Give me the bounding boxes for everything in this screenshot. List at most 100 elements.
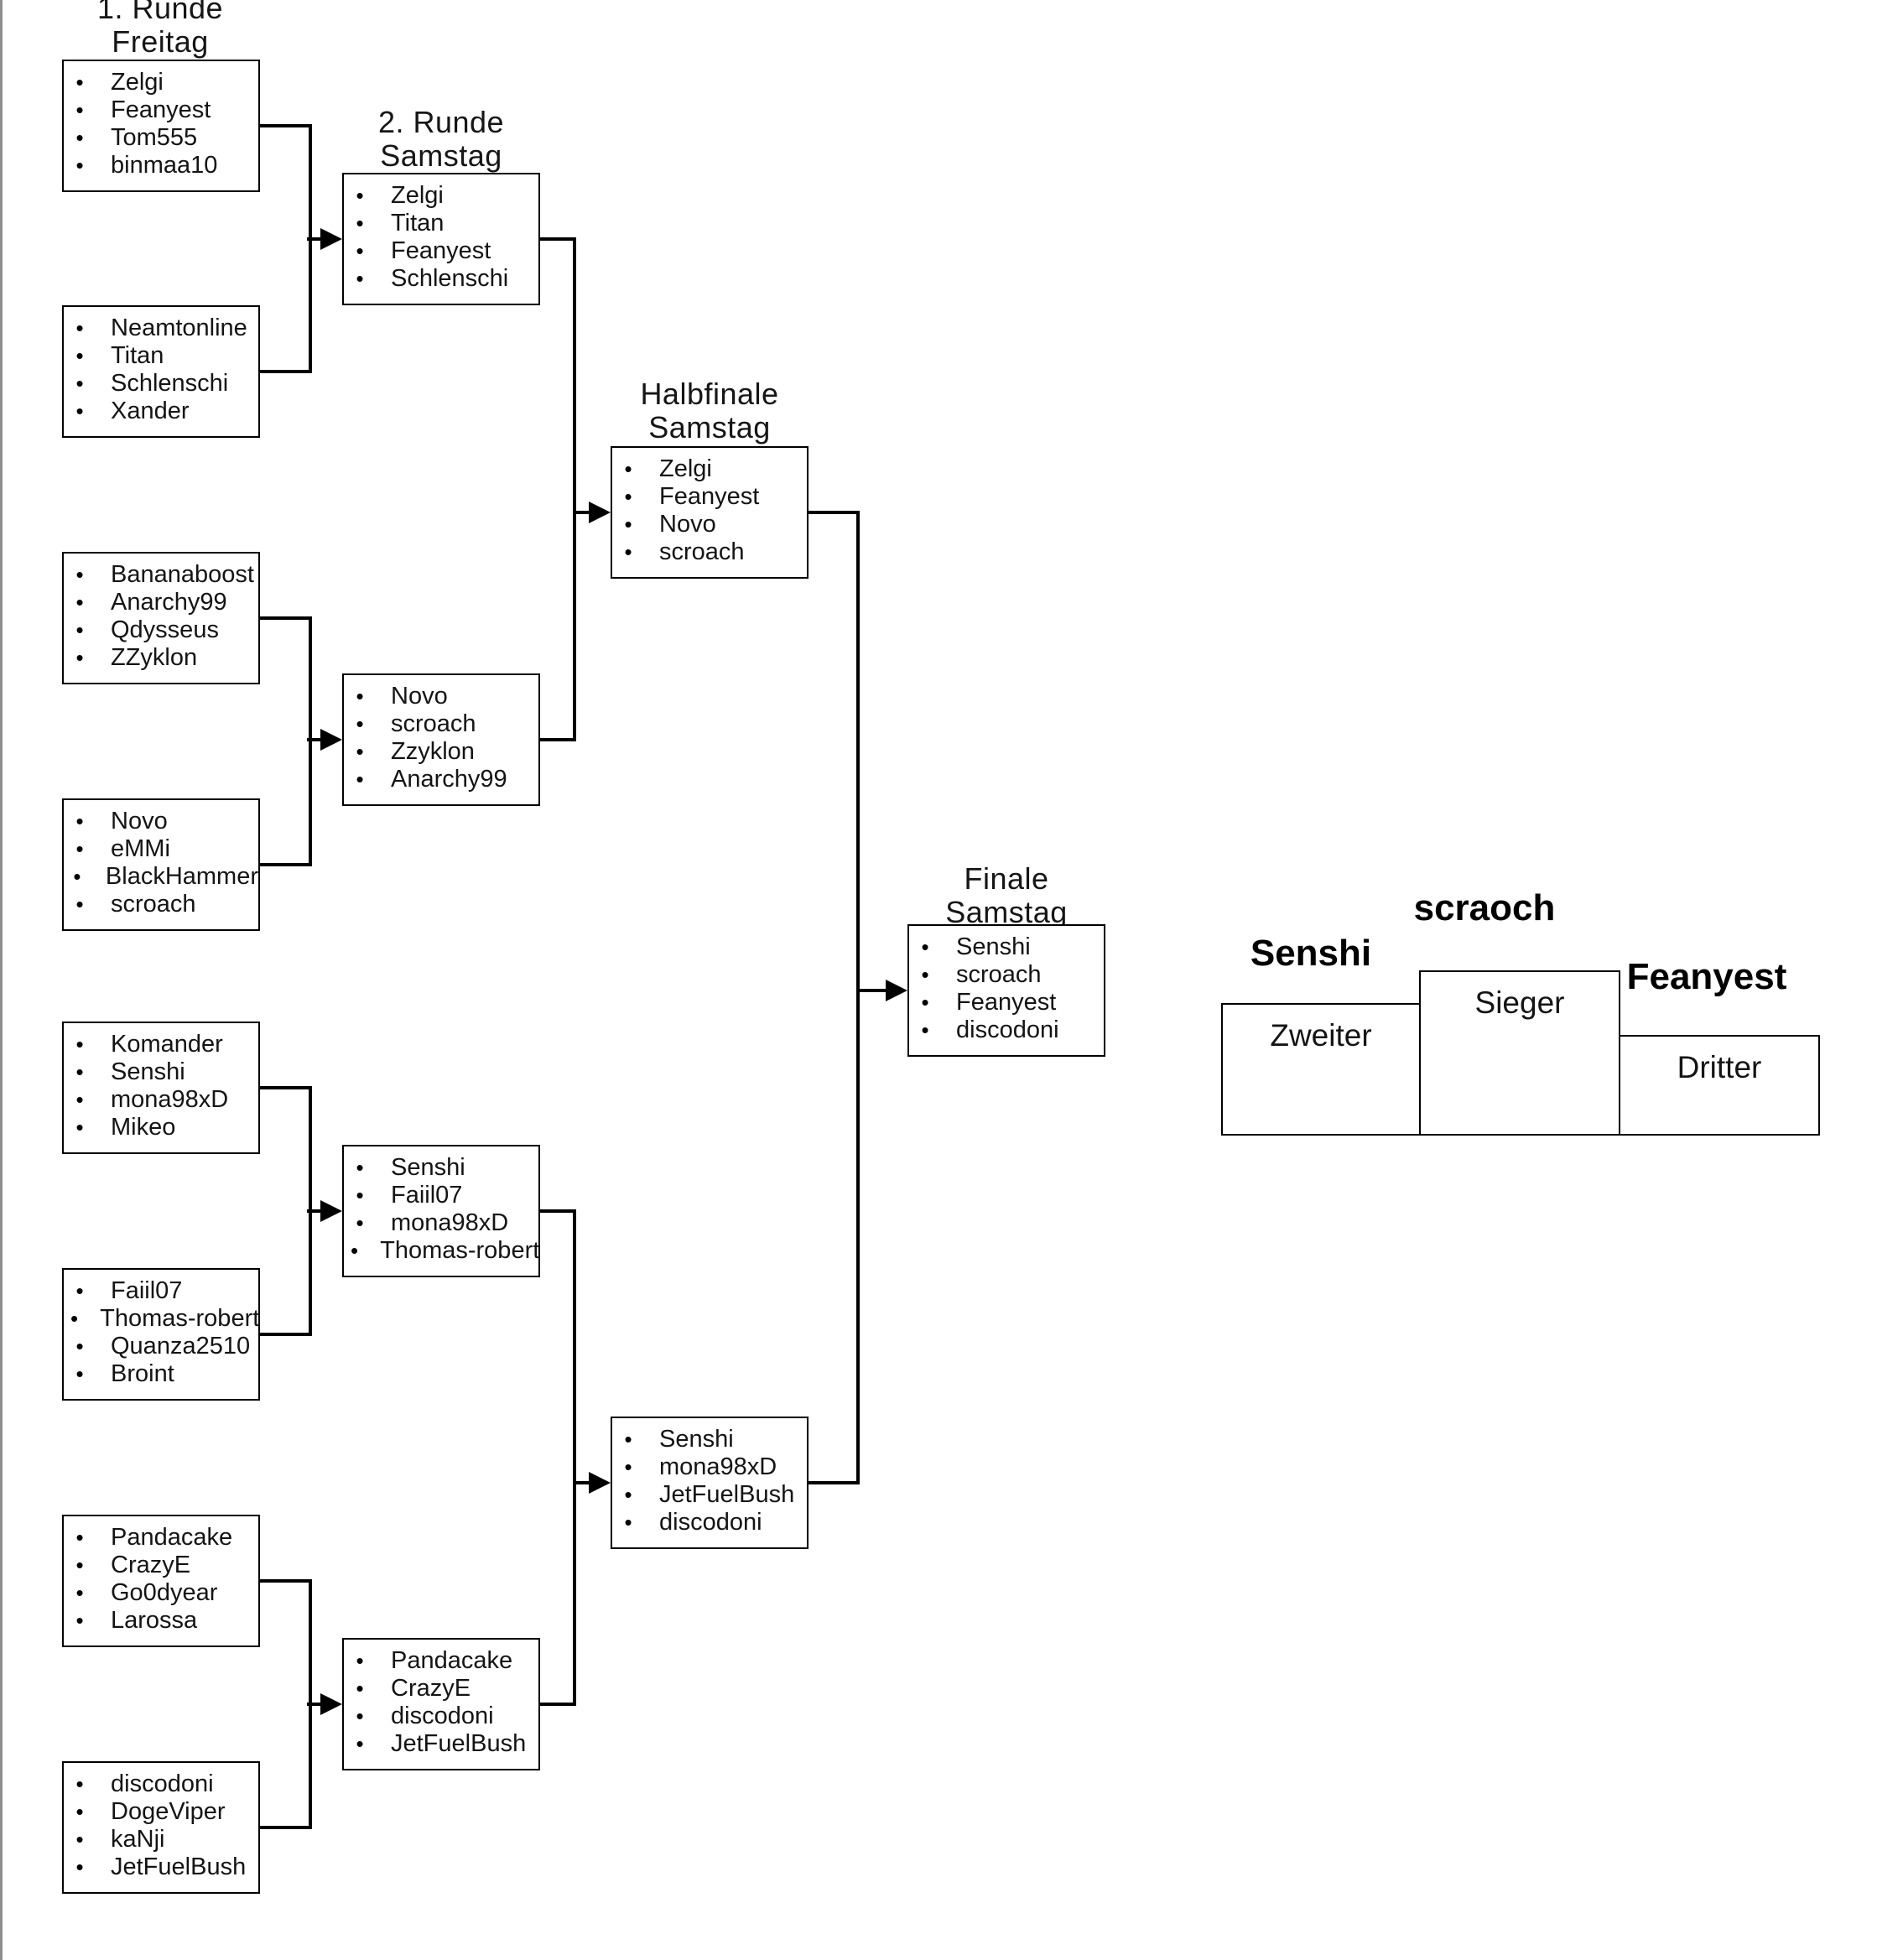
player-row: •Senshi <box>70 1058 258 1086</box>
player-row: •Novo <box>619 511 807 538</box>
bullet-icon: • <box>75 836 84 861</box>
player-name: Zelgi <box>659 455 712 482</box>
final-title: Finale Samstag <box>872 862 1141 929</box>
bullet-icon: • <box>75 1525 84 1550</box>
round2-match3-box: •Senshi•Faiil07•mona98xD•Thomas-robert <box>342 1145 540 1277</box>
round2-title: 2. Runde Samstag <box>307 106 575 173</box>
player-row: •discodoni <box>916 1016 1104 1044</box>
bullet-icon: • <box>356 711 364 736</box>
connector-line <box>573 1481 591 1484</box>
player-name: Bananaboost <box>111 561 254 588</box>
connector-line <box>856 511 860 1484</box>
player-row: •kaNji <box>70 1826 258 1853</box>
bullet-icon: • <box>356 238 364 263</box>
round1-title: 1. Runde Freitag <box>26 0 294 59</box>
bullet-icon: • <box>356 266 364 291</box>
player-name: Schlenschi <box>391 265 509 292</box>
player-name: Faiil07 <box>391 1182 463 1209</box>
bullet-icon: • <box>70 1306 79 1331</box>
bullet-icon: • <box>356 183 364 208</box>
arrow-icon <box>886 980 907 1001</box>
round1-match7-box: •Pandacake•CrazyE•Go0dyear•Larossa <box>62 1515 260 1647</box>
podium-first-player: scraoch <box>1413 887 1556 928</box>
podium-third-place-box: Dritter <box>1619 1035 1820 1136</box>
connector-line <box>259 1086 312 1089</box>
player-row: •Novo <box>351 683 538 710</box>
player-row: •discodoni <box>351 1703 538 1730</box>
arrow-icon <box>320 228 342 250</box>
semifinal-match2-box: •Senshi•mona98xD•JetFuelBush•discodoni <box>611 1417 809 1549</box>
round1-match4-box: •Novo•eMMi•BlackHammer•scroach <box>62 798 260 931</box>
bullet-icon: • <box>921 990 929 1015</box>
bullet-icon: • <box>624 539 632 564</box>
player-name: Feanyest <box>956 989 1057 1016</box>
player-name: Thomas-robert <box>100 1305 260 1332</box>
bullet-icon: • <box>624 456 632 481</box>
player-name: Novo <box>111 808 168 834</box>
round2-match2-box: •Novo•scroach•Zzyklon•Anarchy99 <box>342 673 540 806</box>
connector-line <box>856 989 888 992</box>
arrow-icon <box>320 1693 342 1715</box>
player-name: Thomas-robert <box>380 1237 540 1264</box>
player-name: ZZyklon <box>111 644 198 671</box>
connector-line <box>573 1209 576 1706</box>
bullet-icon: • <box>624 484 632 509</box>
player-name: Go0dyear <box>111 1579 218 1606</box>
bullet-icon: • <box>75 1827 84 1852</box>
player-row: •discodoni <box>619 1509 807 1536</box>
bullet-icon: • <box>75 1799 84 1824</box>
bullet-icon: • <box>921 1017 929 1042</box>
bullet-icon: • <box>624 1427 632 1452</box>
player-name: Novo <box>659 511 716 538</box>
bullet-icon: • <box>75 1334 84 1359</box>
player-name: BlackHammer <box>105 863 258 890</box>
round1-match3-box: •Bananaboost•Anarchy99•Qdysseus•ZZyklon <box>62 552 260 684</box>
bullet-icon: • <box>75 1087 84 1112</box>
connector-line <box>259 1579 312 1583</box>
bullet-icon: • <box>75 808 84 834</box>
final-title-line1: Finale <box>964 861 1049 896</box>
final-match-box: •Senshi•scroach•Feanyest•discodoni <box>907 924 1105 1057</box>
player-name: Feanyest <box>111 96 211 123</box>
player-row: •Quanza2510 <box>70 1333 258 1360</box>
player-row: • Feanyest <box>70 96 258 124</box>
round2-match1-box: •Zelgi•Titan•Feanyest•Schlenschi <box>342 173 540 305</box>
player-name: Senshi <box>956 933 1031 960</box>
player-name: Faiil07 <box>111 1277 183 1304</box>
player-row: • Thomas-robert <box>70 1305 260 1333</box>
player-name: Pandacake <box>111 1524 233 1551</box>
player-name: Neamtonline <box>111 315 247 341</box>
bullet-icon: • <box>624 1510 632 1535</box>
player-name: mona98xD <box>111 1086 229 1113</box>
bullet-icon: • <box>624 1454 632 1479</box>
player-row: •Komander <box>70 1031 258 1058</box>
round2-title-line1: 2. Runde <box>377 105 505 139</box>
bullet-icon: • <box>75 398 84 424</box>
player-row: •Go0dyear <box>70 1579 258 1607</box>
bullet-icon: • <box>75 562 84 587</box>
player-name: Larossa <box>111 1607 198 1634</box>
player-name: scroach <box>111 891 196 918</box>
bullet-icon: • <box>356 1155 364 1180</box>
connector-line <box>307 237 324 241</box>
player-name: scroach <box>956 961 1042 988</box>
player-name: Xander <box>111 398 190 424</box>
connector-line <box>259 616 312 620</box>
player-name: JetFuelBush <box>111 1853 247 1880</box>
semifinal-title-line2: Samstag <box>648 410 771 445</box>
player-row: •BlackHammer <box>70 863 258 891</box>
connector-line <box>259 1333 312 1336</box>
bullet-icon: • <box>351 1238 359 1263</box>
bullet-icon: • <box>75 97 84 122</box>
player-row: • Thomas-robert <box>351 1237 540 1265</box>
bullet-icon: • <box>75 153 84 178</box>
player-row: •scroach <box>916 961 1104 989</box>
player-row: •Senshi <box>916 933 1104 961</box>
semifinal-title: Halbfinale Samstag <box>575 377 844 445</box>
round1-match1-box: •Zelgi•Feanyest•Tom555•binmaa10 <box>62 60 260 192</box>
player-row: • Novo <box>70 808 258 835</box>
player-name: eMMi <box>111 835 170 862</box>
connector-line <box>259 1826 312 1829</box>
bullet-icon: • <box>75 1552 84 1578</box>
player-row: •Larossa <box>70 1607 258 1635</box>
